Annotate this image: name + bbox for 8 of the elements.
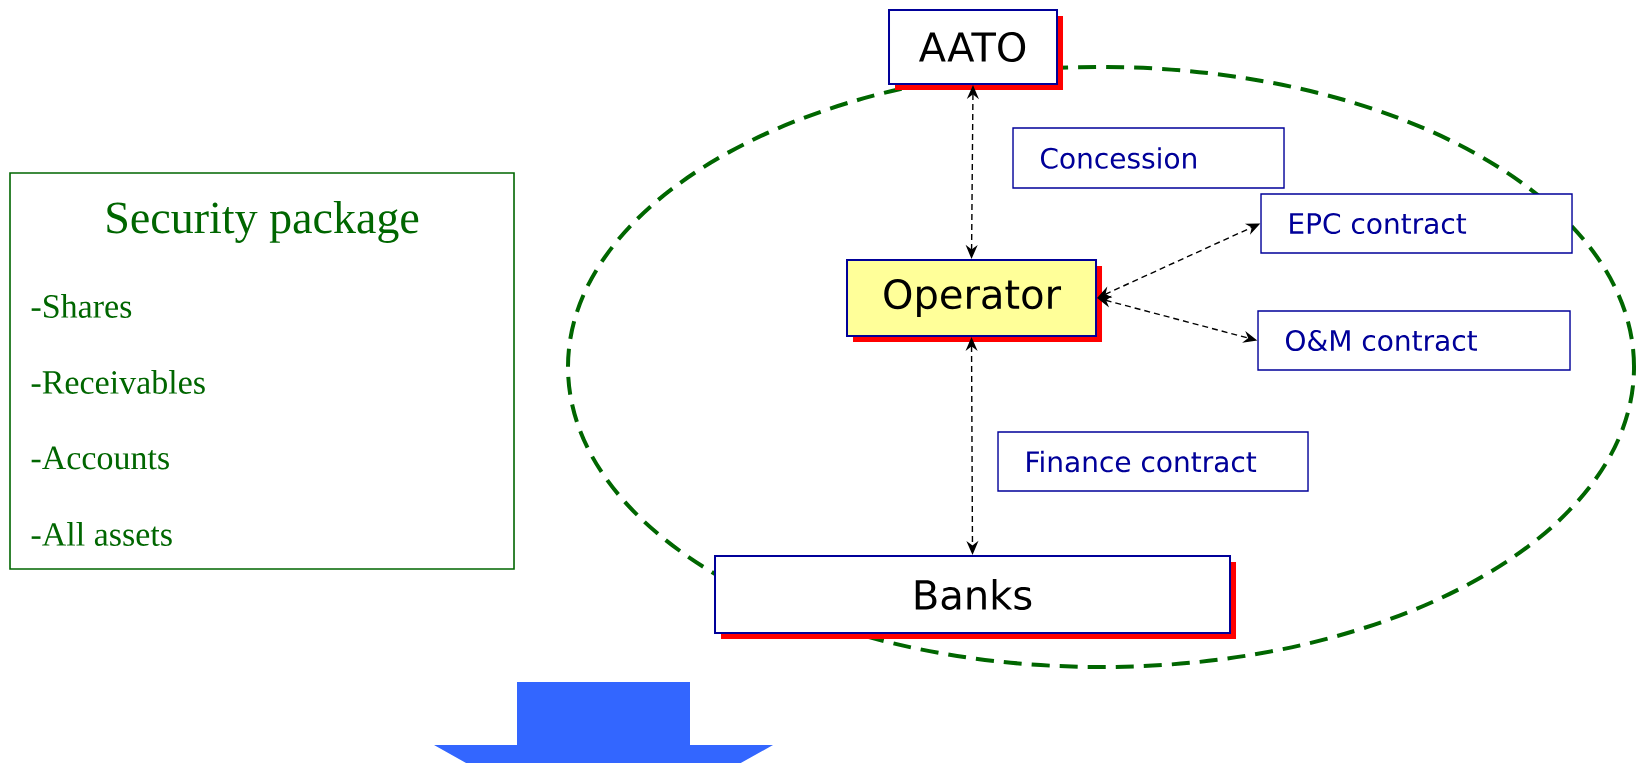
party-box: AATO bbox=[888, 9, 1063, 90]
security-package-box: Security package -Shares -Receivables -Accounts -All assets bbox=[9, 172, 515, 570]
contract-box: EPC contract bbox=[1260, 193, 1573, 254]
party-box: Banks bbox=[714, 555, 1236, 639]
operator-box: Operator bbox=[846, 259, 1102, 342]
contract-box: Concession bbox=[1012, 127, 1285, 189]
contract-box: O&M contract bbox=[1257, 310, 1571, 371]
contract-box: Finance contract bbox=[997, 431, 1309, 492]
